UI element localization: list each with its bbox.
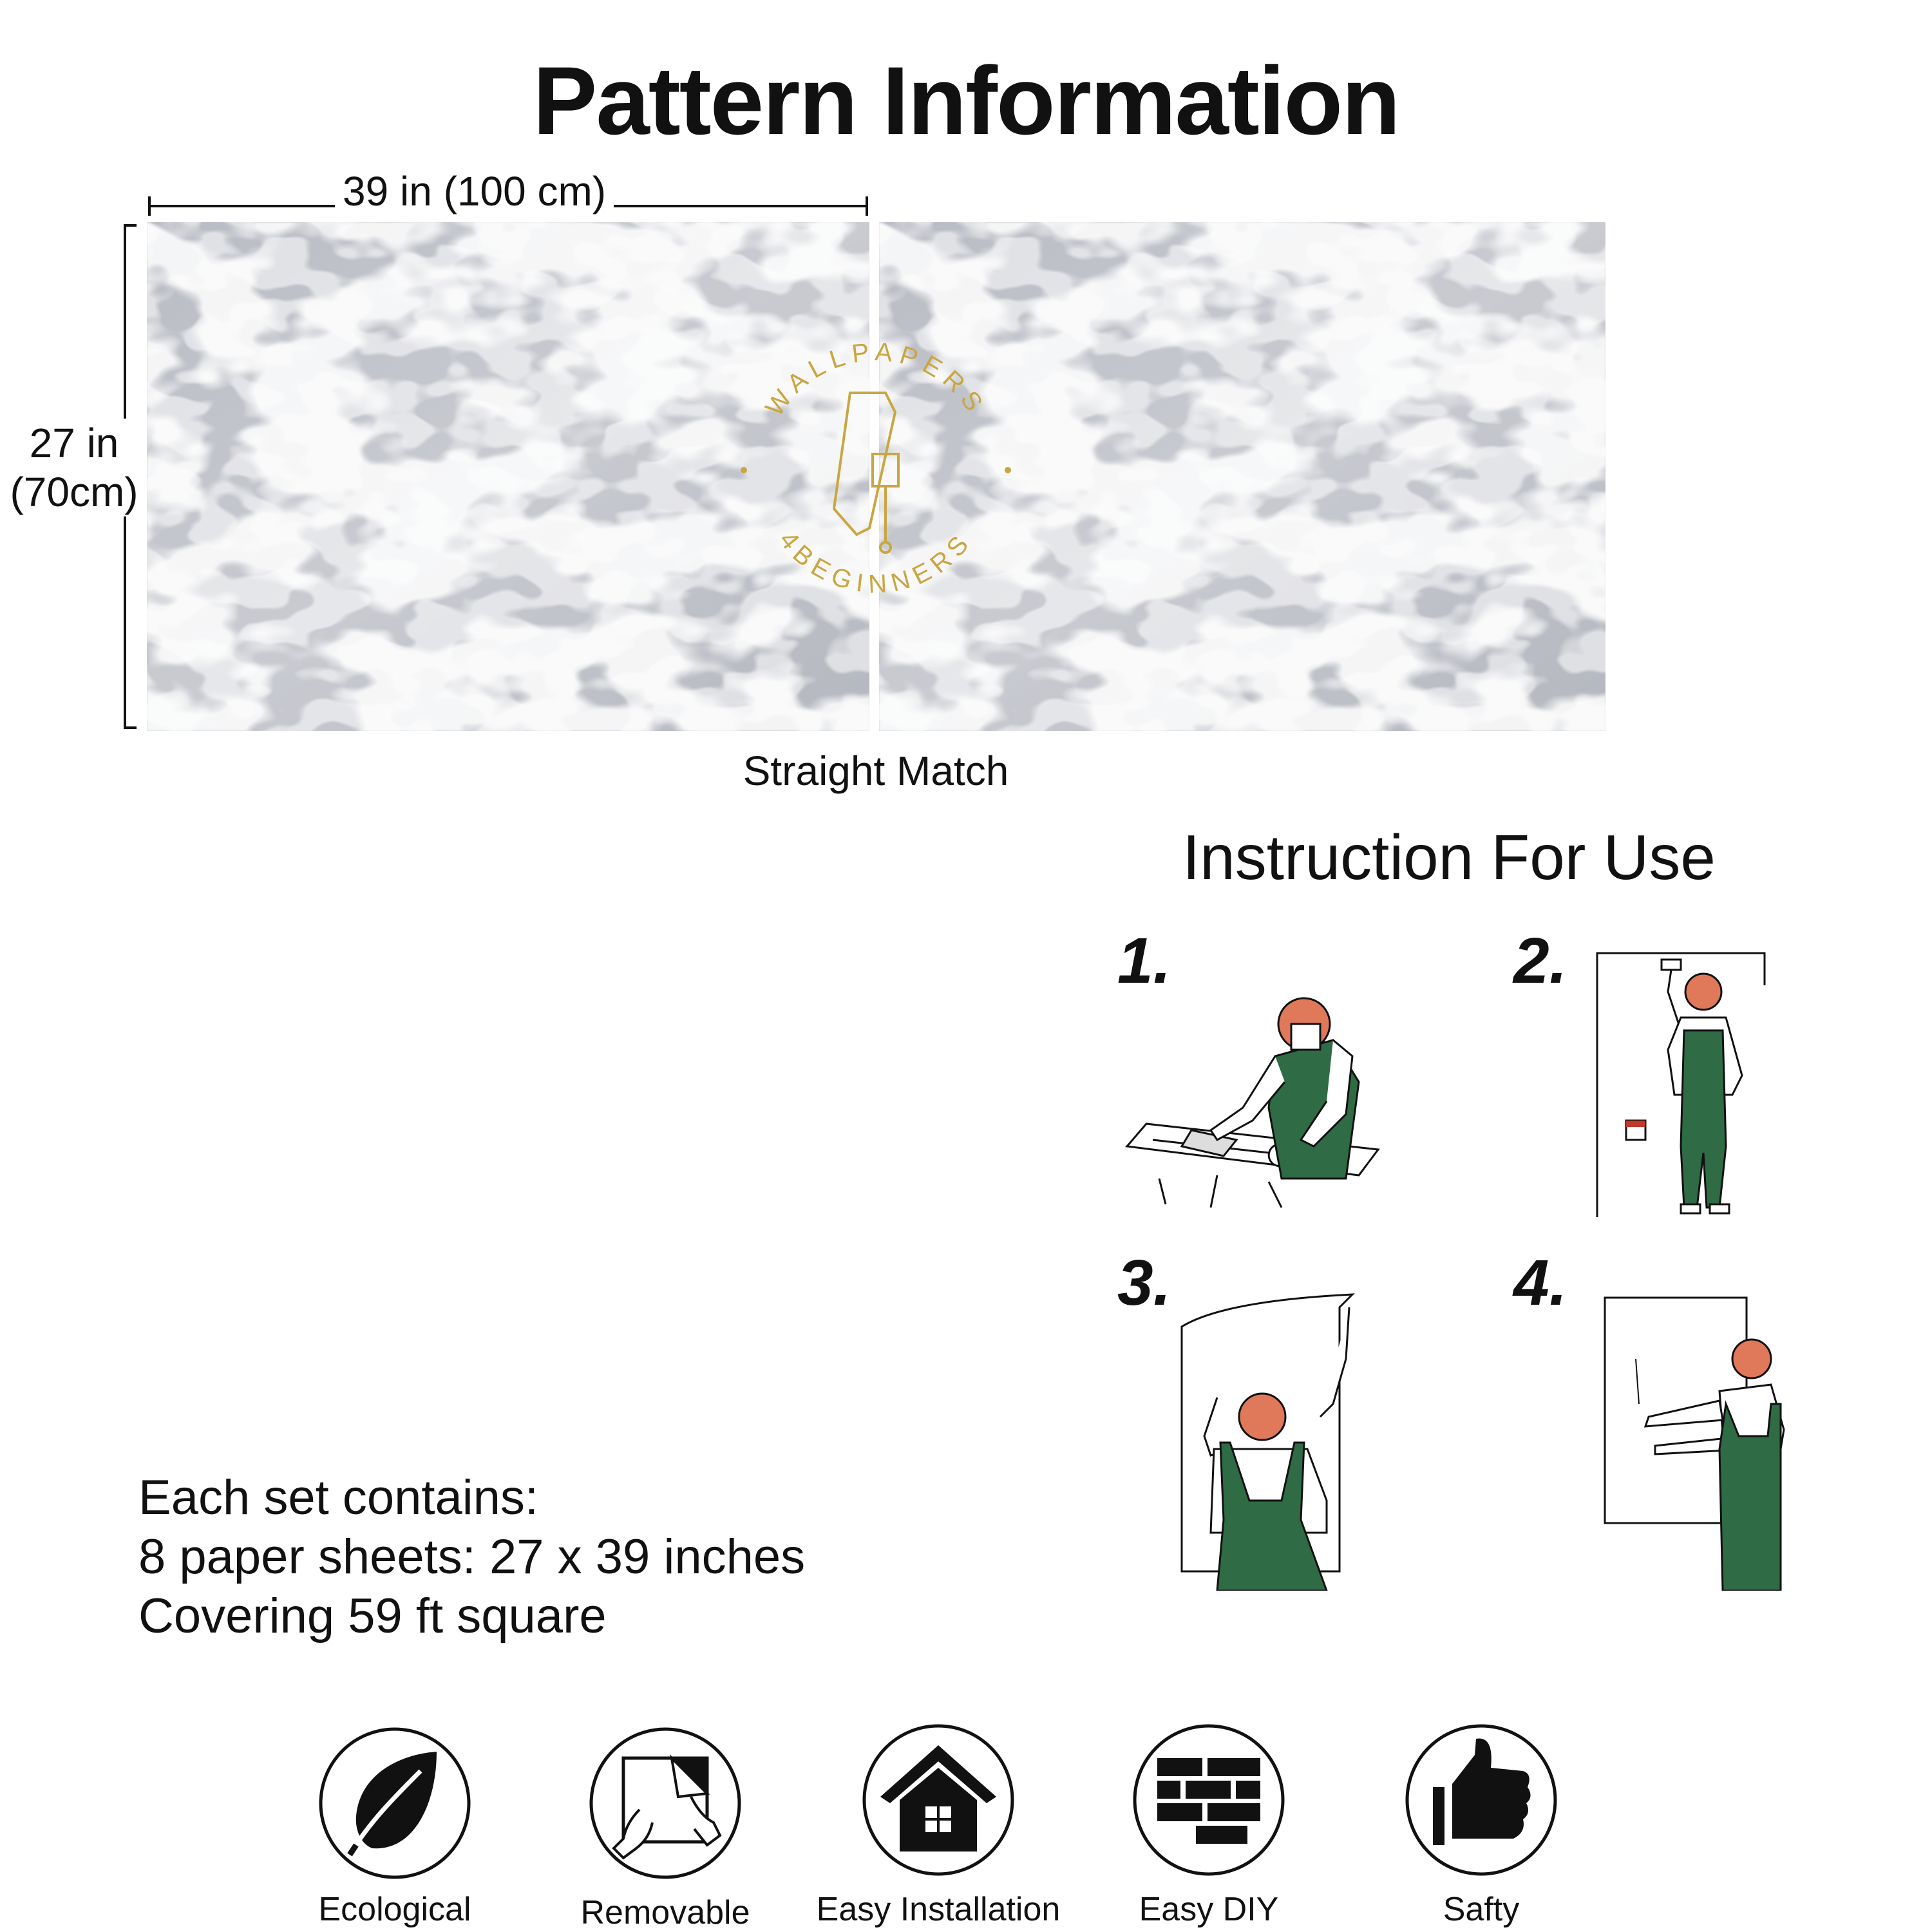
step-number-1: 1. (1117, 925, 1171, 997)
height-dimension-tick-top (124, 224, 137, 227)
width-dimension-label: 39 in (100 cm) (335, 167, 614, 215)
step-number-4: 4. (1513, 1247, 1567, 1319)
brick-wall-icon (1133, 1724, 1285, 1876)
step-4-illustration (1604, 1296, 1785, 1591)
set-info: Each set contains: 8 paper sheets: 27 x … (138, 1468, 805, 1646)
worker-figure (1660, 958, 1743, 1215)
set-info-line3: Covering 59 ft square (138, 1589, 607, 1643)
watermark-text-bottom: 4BEGINNERS (773, 526, 971, 599)
thumbs-up-icon (1405, 1724, 1557, 1876)
step-3-illustration (1180, 1293, 1355, 1591)
svg-text:4BEGINNERS: 4BEGINNERS (773, 526, 978, 599)
set-info-line1: Each set contains: (138, 1470, 539, 1525)
instructions-title: Instruction For Use (1182, 822, 1716, 893)
worker-figure (1209, 997, 1360, 1180)
step-number-3: 3. (1117, 1247, 1171, 1319)
watermark-text-top: WALLPAPERS (760, 337, 985, 421)
set-info-line2: 8 paper sheets: 27 x 39 inches (138, 1530, 806, 1584)
leaf-icon (319, 1727, 471, 1879)
height-label-line2: (70cm) (10, 469, 138, 515)
height-dimension-label: 27 in (70cm) (0, 419, 148, 516)
feature-label-easy-diy: Easy DIY (1139, 1891, 1279, 1928)
height-dimension-tick-bottom (124, 726, 137, 729)
svg-text:WALLPAPERS: WALLPAPERS (760, 337, 991, 421)
worker-figure (1643, 1338, 1785, 1591)
feature-label-ecological: Ecological (318, 1891, 471, 1928)
step-2-illustration (1596, 952, 1766, 1217)
page-title: Pattern Information (533, 46, 1400, 155)
paint-roller-icon (832, 392, 900, 554)
feature-label-easy-installation: Easy Installation (816, 1891, 1061, 1928)
match-type-label: Straight Match (743, 748, 1009, 794)
house-icon (862, 1724, 1014, 1876)
step-1-illustration (1125, 997, 1380, 1208)
peel-sheet-icon (589, 1727, 741, 1879)
width-dimension-tick-right (866, 196, 868, 216)
feature-label-removable: Removable (580, 1894, 750, 1931)
worker-figure (1203, 1307, 1350, 1591)
watermark-logo: WALLPAPERS 4BEGINNERS (741, 337, 1011, 599)
pattern-panel-left (147, 222, 869, 731)
height-label-line1: 27 in (29, 420, 119, 466)
step-number-2: 2. (1513, 925, 1567, 997)
pattern-panel-right (879, 222, 1605, 731)
width-dimension-tick-left (148, 196, 151, 216)
feature-label-safty: Safty (1443, 1891, 1520, 1928)
